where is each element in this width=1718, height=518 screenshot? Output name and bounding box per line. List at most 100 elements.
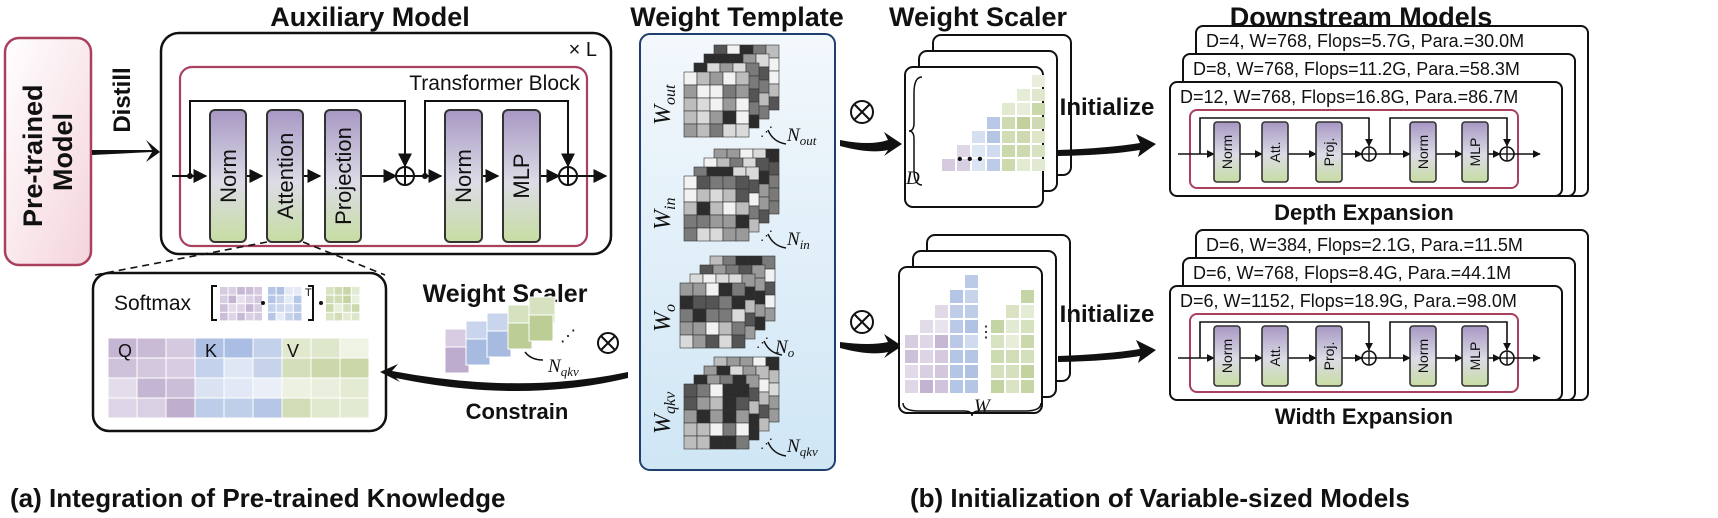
template-cell <box>722 84 737 99</box>
template-cell <box>683 84 698 99</box>
template-brace <box>767 233 787 249</box>
template-cell <box>679 334 694 349</box>
initialize-bottom: Initialize <box>1060 301 1155 328</box>
qkv-cell <box>339 397 370 419</box>
scaler-tile <box>1006 380 1019 393</box>
width-scaler-stack: ⋮ <box>898 234 1071 417</box>
v-cell <box>343 312 351 321</box>
scaler-tile <box>987 131 1000 143</box>
k-cell <box>285 304 293 312</box>
template-cell <box>709 175 724 190</box>
template-cell <box>705 295 720 310</box>
template-cell <box>709 110 724 125</box>
template-cell <box>718 334 733 349</box>
template-cell <box>683 201 698 216</box>
scaler-tile <box>1021 290 1034 303</box>
small-block-label: MLP <box>1467 138 1483 167</box>
scaler-tile <box>920 380 933 393</box>
scaler-tile <box>972 131 985 143</box>
template-cell <box>705 308 720 323</box>
scaler-tile <box>1006 365 1019 378</box>
qkv-cell <box>339 377 370 399</box>
template-cell <box>731 321 746 336</box>
scaler-tile <box>935 350 948 363</box>
q-cell <box>228 304 237 312</box>
qkv-cell <box>310 377 341 399</box>
depth-expansion-label: Depth Expansion <box>1274 200 1454 225</box>
scaler-tile <box>920 335 933 348</box>
small-block-label: Norm <box>1415 339 1431 373</box>
small-block-label: Norm <box>1415 135 1431 169</box>
model-spec-0: D=4, W=768, Flops=5.7G, Para.=30.0M <box>1206 31 1524 51</box>
v-cell <box>334 312 343 321</box>
v-cell <box>334 295 343 304</box>
template-w-in: ⋰ <box>683 148 787 249</box>
v-cell <box>343 304 351 312</box>
scaler-tile <box>950 290 963 303</box>
w-qkv-label: Wqkv <box>650 391 679 434</box>
distill-arrow <box>92 140 160 162</box>
template-cell <box>722 110 737 125</box>
v-cell <box>351 312 360 321</box>
small-block-label: Norm <box>1219 339 1235 373</box>
v-cell <box>343 295 351 304</box>
scaler-tile <box>965 275 978 288</box>
residual-add-2 <box>558 166 578 186</box>
template-cell <box>683 123 698 138</box>
template-cell <box>709 422 724 437</box>
template-cell <box>735 422 750 437</box>
template-cell <box>709 214 724 229</box>
qkv-cell <box>339 337 370 359</box>
template-cell <box>683 227 698 242</box>
template-w-out: ⋰ <box>683 44 787 145</box>
q-cell <box>237 295 245 304</box>
q-cell <box>254 312 262 321</box>
template-cell <box>696 97 711 112</box>
template-cell <box>683 188 698 203</box>
qkv-cell <box>223 337 254 359</box>
template-cell <box>696 110 711 125</box>
template-cell <box>679 321 694 336</box>
scaler-tile <box>1017 89 1030 101</box>
q-cell <box>237 304 245 312</box>
scaler-tile <box>935 335 948 348</box>
svg-text:Norm: Norm <box>216 149 241 203</box>
k-cell <box>276 312 285 321</box>
qkv-cell <box>310 397 341 419</box>
qkv-cell <box>281 377 312 399</box>
scaler-tile <box>950 305 963 318</box>
small-block <box>1409 121 1437 183</box>
q-cell <box>237 287 245 295</box>
template-cell <box>722 71 737 86</box>
scaler-tile <box>1032 159 1045 171</box>
small-block <box>1213 325 1241 387</box>
template-cell <box>683 110 698 125</box>
template-cell <box>696 175 711 190</box>
small-block <box>1461 121 1489 183</box>
template-cell <box>696 422 711 437</box>
block-attention: Attention <box>266 109 304 243</box>
v-cell <box>326 312 334 321</box>
q-label: Q <box>118 341 132 361</box>
template-cell <box>683 97 698 112</box>
q-cell <box>245 312 254 321</box>
scaler-tile <box>1017 159 1030 171</box>
header-auxiliary: Auxiliary Model <box>270 2 470 32</box>
scaler-tile <box>987 159 1000 171</box>
softmax-v-grid <box>326 287 360 321</box>
small-block-label: Proj. <box>1321 138 1337 167</box>
softmax-q-grid <box>220 287 262 321</box>
v-cell <box>351 287 360 295</box>
template-cell <box>696 435 711 450</box>
template-cell <box>731 334 746 349</box>
caption-b: (b) Initialization of Variable-sized Mod… <box>910 483 1410 513</box>
residual-add-1 <box>395 166 415 186</box>
k-label: K <box>205 341 217 361</box>
scaler-tile <box>1002 159 1015 171</box>
scaler-tile <box>987 145 1000 157</box>
scaler-tile <box>905 350 918 363</box>
initialize-arrow-top <box>1058 134 1156 157</box>
width-models: D=6, W=384, Flops=2.1G, Para.=11.5MD=6, … <box>1169 229 1589 401</box>
qkv-cell <box>252 337 283 359</box>
template-cell <box>696 188 711 203</box>
